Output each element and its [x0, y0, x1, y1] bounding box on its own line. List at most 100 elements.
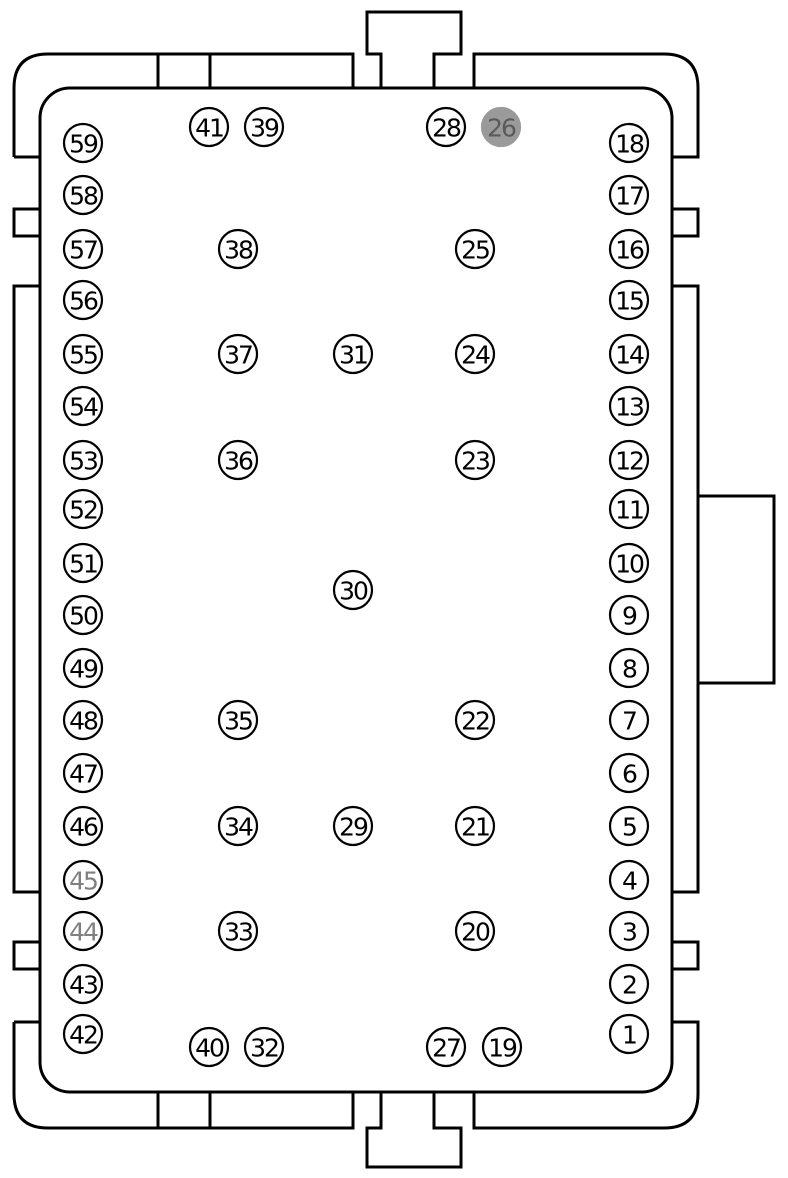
pin-10: 10 [608, 542, 650, 584]
pin-circle [62, 1013, 104, 1055]
pin-59: 59 [62, 122, 104, 164]
connector-housing-outline [12, 10, 776, 1169]
pin-label: 25 [461, 236, 489, 265]
pin-label: 23 [461, 447, 489, 476]
pin-label: 53 [69, 447, 97, 476]
pin-36: 36 [217, 439, 259, 481]
pin-circle [608, 647, 650, 689]
pin-label: 46 [69, 813, 98, 842]
pin-label: 26 [487, 114, 516, 143]
pin-label: 15 [615, 287, 643, 316]
pin-58: 58 [62, 174, 104, 216]
pin-11: 11 [608, 488, 650, 530]
pin-label: 48 [69, 707, 98, 736]
pin-50: 50 [62, 594, 104, 636]
pin-27: 27 [425, 1026, 467, 1068]
pin-circle [608, 385, 650, 427]
pin-label: 59 [69, 130, 98, 159]
pin-label: 58 [69, 182, 98, 211]
pin-47: 47 [62, 752, 104, 794]
pin-label: 56 [69, 287, 98, 316]
pin-circle [62, 174, 104, 216]
pin-label: 3 [622, 918, 636, 947]
pin-circle [454, 699, 496, 741]
pin-circle [608, 542, 650, 584]
pin-22: 22 [454, 699, 496, 741]
pin-label: 13 [615, 393, 643, 422]
pin-57: 57 [62, 228, 104, 270]
pin-label: 5 [622, 813, 636, 842]
pin-41: 41 [188, 106, 230, 148]
pin-circle [188, 1026, 230, 1068]
pin-54: 54 [62, 385, 104, 427]
pin-circle [608, 228, 650, 270]
pin-34: 34 [217, 805, 259, 847]
pin-25: 25 [454, 228, 496, 270]
pin-label: 7 [622, 707, 636, 736]
pin-45: 45 [62, 859, 104, 901]
pin-14: 14 [608, 333, 650, 375]
pin-39: 39 [243, 106, 285, 148]
pin-circle [62, 910, 104, 952]
pin-label: 57 [69, 236, 97, 265]
pin-circle [62, 805, 104, 847]
pin-55: 55 [62, 333, 104, 375]
pin-label: 22 [461, 707, 489, 736]
pin-label: 32 [250, 1034, 278, 1063]
pin-21: 21 [454, 805, 496, 847]
pin-label: 9 [622, 602, 637, 631]
pin-circle [62, 752, 104, 794]
pin-circle [332, 805, 374, 847]
pin-circle [62, 542, 104, 584]
pin-label: 52 [69, 496, 97, 525]
pin-23: 23 [454, 439, 496, 481]
pin-9: 9 [608, 594, 650, 636]
pin-56: 56 [62, 279, 104, 321]
pin-circle [62, 228, 104, 270]
pin-label: 18 [615, 130, 644, 159]
pin-circle [454, 439, 496, 481]
pin-circle [217, 228, 259, 270]
pin-label: 10 [615, 550, 644, 579]
pin-circle [608, 333, 650, 375]
pin-circle [608, 488, 650, 530]
pin-31: 31 [332, 333, 374, 375]
pin-52: 52 [62, 488, 104, 530]
pin-label: 16 [615, 236, 644, 265]
pin-circle [480, 106, 522, 148]
pin-circle [62, 279, 104, 321]
pin-label: 39 [250, 114, 279, 143]
pin-24: 24 [454, 333, 496, 375]
pin-circle [243, 1026, 285, 1068]
pin-49: 49 [62, 647, 104, 689]
pin-label: 20 [461, 918, 490, 947]
pin-label: 36 [224, 447, 253, 476]
pin-circle [608, 279, 650, 321]
pin-20: 20 [454, 910, 496, 952]
pin-circle [62, 647, 104, 689]
pin-circle [425, 1026, 467, 1068]
pin-circle [217, 333, 259, 375]
pin-3: 3 [608, 910, 650, 952]
pin-16: 16 [608, 228, 650, 270]
pin-32: 32 [243, 1026, 285, 1068]
pin-label: 28 [432, 114, 461, 143]
pin-circle [217, 439, 259, 481]
pin-circle [188, 106, 230, 148]
pin-circle [62, 963, 104, 1005]
pin-circle [425, 106, 467, 148]
pin-17: 17 [608, 174, 650, 216]
pin-label: 11 [615, 496, 643, 525]
pin-circle [454, 805, 496, 847]
pin-40: 40 [188, 1026, 230, 1068]
pin-label: 41 [195, 114, 223, 143]
pin-circle [332, 333, 374, 375]
pin-label: 54 [69, 393, 98, 422]
pin-label: 1 [622, 1021, 636, 1050]
pin-42: 42 [62, 1013, 104, 1055]
pin-label: 2 [622, 971, 636, 1000]
pin-label: 30 [339, 577, 368, 606]
pin-circle [217, 805, 259, 847]
pin-circle [62, 594, 104, 636]
